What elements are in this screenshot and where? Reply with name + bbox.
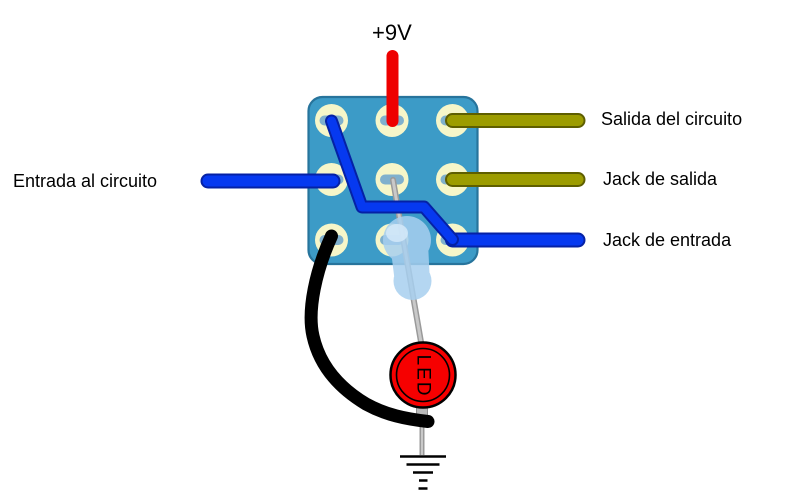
led	[389, 341, 457, 409]
output-jack-label: Jack de salida	[603, 169, 718, 189]
circuit-input-label: Entrada al circuito	[13, 171, 158, 191]
power-label: +9V	[372, 20, 412, 45]
resistor-highlight	[386, 224, 408, 242]
resistor	[383, 216, 432, 300]
ground-symbol	[400, 455, 446, 490]
jumper-wire	[325, 114, 459, 246]
led-cathode-lead	[416, 401, 428, 455]
led-label: LED	[412, 354, 434, 398]
circuit-output-label: Salida del circuito	[601, 109, 743, 129]
input-jack-label: Jack de entrada	[603, 230, 732, 250]
ground-wire	[304, 229, 435, 428]
